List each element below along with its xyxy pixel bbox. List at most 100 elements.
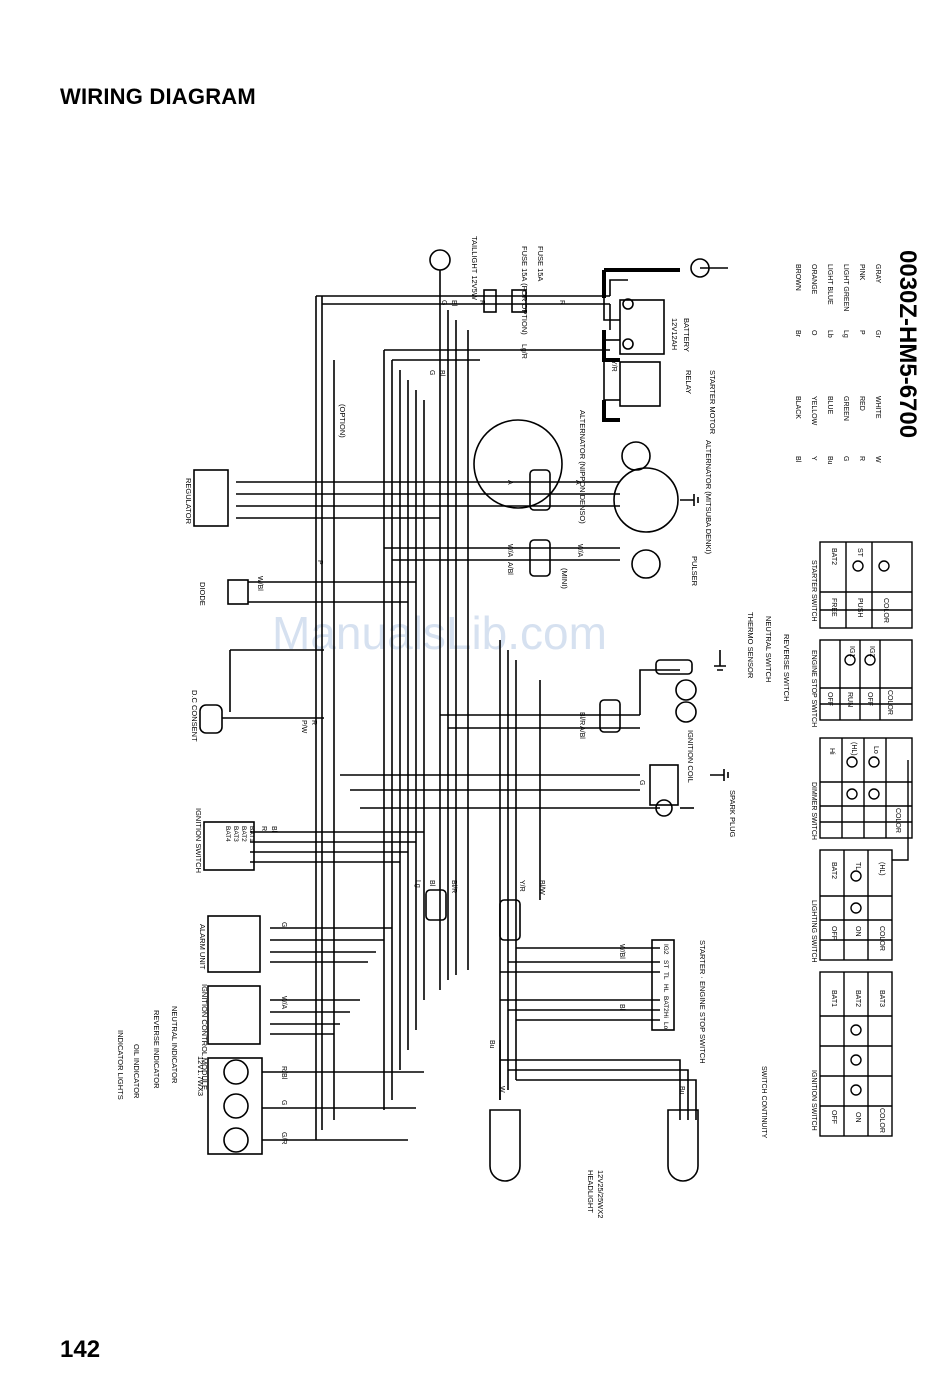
table-row-label: ON	[854, 926, 861, 937]
table-title: LIGHTING SWITCH	[810, 900, 817, 963]
table-header: TL	[854, 862, 861, 870]
continuity-dot	[846, 756, 858, 768]
table-header: BAT2	[830, 862, 837, 879]
color-code: W	[874, 456, 881, 463]
dc-consent-box	[199, 704, 223, 734]
table-row-label: COLOR	[878, 926, 885, 951]
table-row-label: OFF	[826, 692, 833, 706]
table-grid	[845, 542, 873, 628]
switch-tables	[819, 541, 913, 1137]
fuse-main-label: FUSE 15A	[536, 246, 545, 281]
terminal-label: BAT3	[232, 826, 239, 842]
wire-label: Bl/R	[578, 712, 585, 725]
wire-label: Bl	[428, 880, 435, 887]
mini-label: (MINI)	[560, 568, 569, 589]
table-header: Hi	[828, 748, 835, 755]
starter-motor-label: STARTER MOTOR	[708, 370, 717, 435]
battery-cable	[602, 330, 620, 362]
table-header: BAT2	[854, 990, 861, 1007]
wire-label: A	[506, 480, 513, 485]
wire	[892, 760, 909, 861]
color-name: BLACK	[794, 396, 801, 419]
color-code: G	[842, 456, 849, 461]
table-header: BAT1	[830, 990, 837, 1007]
wire-label: Bl	[270, 826, 277, 833]
wire-label: Bl	[618, 1004, 625, 1011]
continuity-dot	[864, 654, 876, 666]
continuity-dot	[846, 788, 858, 800]
wire-label: G	[440, 300, 447, 305]
table-grid	[820, 591, 912, 611]
table-grid	[820, 895, 892, 941]
option-label: (OPTION)	[338, 404, 347, 438]
regulator-box	[193, 469, 229, 527]
continuity-dot	[850, 870, 862, 882]
table-grid	[820, 1015, 892, 1107]
table-grid	[843, 972, 869, 1136]
table-title: IGNITION SWITCH	[810, 1070, 817, 1131]
terminal-label: HL	[662, 984, 669, 993]
wire-label: R	[478, 300, 485, 305]
relay-box	[619, 361, 661, 407]
ignition-control-module-label: IGNITION CONTROL MODULE	[200, 984, 209, 1090]
table-title: DIMMER SWITCH	[810, 782, 817, 840]
reverse-switch-circle	[675, 701, 697, 723]
wire-label: Bu	[678, 1086, 685, 1095]
wire-label: R	[558, 300, 565, 305]
battery-ring-terminal	[690, 258, 710, 278]
oil-indicator-label: OIL INDICATOR	[132, 1044, 141, 1099]
ground-symbol	[714, 650, 726, 671]
indicator-lights-label: INDICATOR LIGHTS	[116, 1030, 125, 1100]
table-title: STARTER SWITCH	[810, 560, 817, 622]
wire-label: W/A	[280, 996, 287, 1010]
headlight-right	[667, 1109, 699, 1182]
diode-box	[227, 579, 249, 605]
wire-label: Bl	[450, 300, 457, 307]
fuse-option-label: FUSE 15A (FOR OPTION)	[520, 246, 529, 335]
table-row-label: OFF	[866, 692, 873, 706]
table-row-label: OFF	[830, 926, 837, 940]
reverse-indicator-label: REVERSE INDICATOR	[152, 1010, 161, 1089]
ignition-switch-box	[203, 821, 255, 871]
wire	[500, 1059, 681, 1120]
color-code: Bu	[826, 456, 833, 465]
ignition-coil-label: IGNITION COIL	[686, 730, 695, 783]
terminal-label: BAT2	[240, 826, 247, 842]
neutral-indicator-label: NEUTRAL INDICATOR	[170, 1006, 179, 1084]
wire	[609, 279, 628, 296]
continuity-dot	[850, 1054, 862, 1066]
color-code: Lb	[826, 330, 833, 338]
wire-label: G	[428, 370, 435, 375]
table-header: (HL)	[878, 862, 885, 876]
color-code: R	[858, 456, 865, 461]
ground-symbol	[710, 769, 729, 781]
alternator-nippon-label: ALTERNATOR (NIPPON DENSO)	[578, 410, 587, 524]
battery-cable	[602, 400, 620, 422]
pulser-label: PULSER	[690, 556, 699, 587]
color-name: BLUE	[826, 396, 833, 415]
wire	[516, 1079, 697, 1120]
continuity-dot	[850, 1024, 862, 1036]
thermo-sensor	[655, 659, 693, 675]
thermo-sensor-label: THERMO SENSOR	[746, 612, 755, 679]
table-row-label: COLOR	[886, 690, 893, 715]
continuity-dot	[850, 1084, 862, 1096]
connector	[529, 469, 551, 511]
wire-label: R	[260, 826, 267, 831]
engine-stop-switch-table	[819, 639, 913, 721]
color-key: Bl BLACK Y YELLOW Bu BLUE G GREEN R RED …	[794, 264, 881, 465]
indicator-bulb	[223, 1093, 249, 1119]
continuity-dot	[850, 902, 862, 914]
table-header: IG1	[848, 646, 855, 657]
reverse-switch-label: REVERSE SWITCH	[782, 634, 791, 702]
terminal-label: TL	[662, 972, 669, 980]
table-header: IG2	[868, 646, 875, 657]
color-code: Br	[794, 330, 801, 338]
switch-continuity-heading: SWITCH CONTINUITY	[760, 1066, 767, 1139]
indicator-bulbs-label: 12V1.7WX3	[196, 1056, 205, 1096]
table-row-label: COLOR	[878, 1108, 885, 1133]
color-code: Y	[810, 456, 817, 461]
wire	[508, 1069, 689, 1120]
table-header: BAT2	[830, 548, 837, 565]
